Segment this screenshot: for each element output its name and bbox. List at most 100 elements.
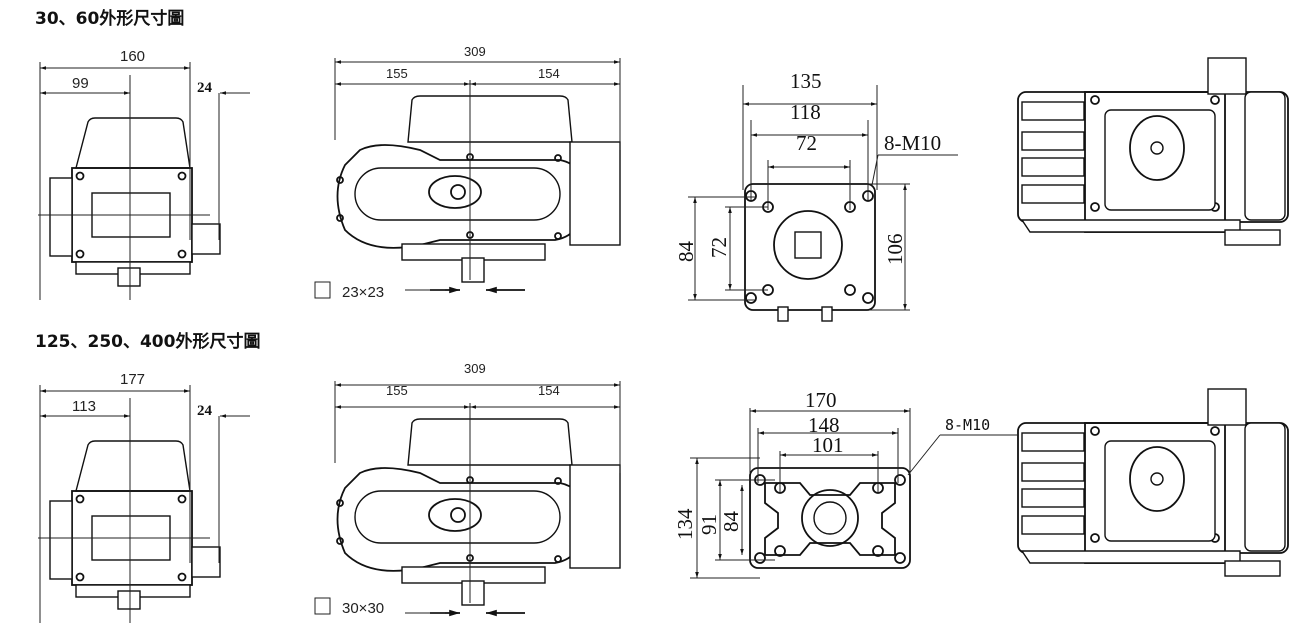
screw-icon [75,171,85,181]
bolt-hole-icon [774,545,786,557]
dim-side-width: 177 [120,371,145,388]
handwheel-hub [450,184,466,200]
dim-bottom-inner: 101 [812,433,844,457]
cable-gland [1207,388,1247,426]
side-flange [49,177,73,257]
bolt-icon [777,306,789,322]
screw-icon [75,249,85,259]
dial-center [1150,141,1164,155]
indicator-window [1104,440,1216,542]
base-plate [1020,219,1241,233]
bolt-hole-icon [745,292,757,304]
dim-side-width: 160 [120,48,145,65]
output-shaft [117,590,141,610]
dim-bottom-h-outer: 84 [674,241,698,263]
cooling-fin [1021,488,1085,508]
dim-bottom-h-inner: 91 [697,514,721,535]
cable-gland [1207,57,1247,95]
screw-icon [554,477,562,485]
motor-end [569,464,621,569]
dim-front-total: 309 [464,44,486,59]
cable-gland [191,223,221,255]
position-dial-icon [1129,115,1185,181]
handwheel-hub [450,507,466,523]
dim-bottom-height: 84 [719,511,743,533]
dial-center [1150,472,1164,486]
base-block [1224,560,1281,577]
top-cover [75,117,191,169]
dim-front-left: 155 [386,66,408,81]
section-125-250-400: 125、250、400外形尺寸圖 177 113 24 309 155 154 … [35,331,1289,623]
cable-gland [191,546,221,578]
output-shaft [461,580,485,606]
screw-icon [177,572,187,582]
bolt-hole-icon [862,292,874,304]
dim-front-right: 154 [538,66,560,81]
end-cover [1244,91,1286,221]
indicator-window [1104,109,1216,211]
dim-bottom-outer: 170 [805,388,837,412]
shaft-bore [813,501,847,535]
side-flange [49,500,73,580]
end-cover [1244,422,1286,552]
screw-icon [554,154,562,162]
dim-gland: 24 [197,403,213,419]
section-title: 125、250、400外形尺寸圖 [35,331,260,352]
handwheel-icon [428,175,482,209]
dim-bottom-inner: 72 [796,131,817,155]
cooling-fin [1021,462,1085,482]
output-shaft [117,267,141,287]
dim-bottom-h-inner: 72 [707,237,731,258]
gear-housing [336,144,586,249]
screw-icon [1090,533,1100,543]
screw-icon [1090,426,1100,436]
handwheel-icon [428,498,482,532]
cooling-fin [1021,184,1085,204]
screw-icon [1210,95,1220,105]
screw-icon [177,249,187,259]
bolt-hole-icon [872,545,884,557]
flange-circle [801,489,859,547]
cooling-fin [1021,131,1085,151]
dim-shaft: 30×30 [342,600,384,617]
square-shaft-symbol [314,281,331,299]
dim-bottom-mid: 118 [790,100,821,124]
base-block [1224,229,1281,246]
cooling-fin [1021,101,1085,121]
cooling-fin [1021,432,1085,452]
mounting-plate [749,467,911,569]
dim-bottom-outer: 135 [790,69,822,93]
screw-icon [1090,202,1100,212]
dim-shaft: 23×23 [342,284,384,301]
cooling-fin [1021,515,1085,535]
gear-housing [336,467,586,572]
dim-front-total: 309 [464,361,486,376]
mounting-plate [744,183,876,311]
position-dial-icon [1129,446,1185,512]
top-cover [75,440,191,492]
bolt-hole-icon [754,552,766,564]
dim-side-center: 113 [72,398,96,415]
screw-icon [1090,95,1100,105]
screw-icon [177,494,187,504]
handwheel-window [354,167,561,221]
bolt-hole-icon [894,474,906,486]
top-cover [407,95,573,143]
handwheel-window [354,490,561,544]
screw-icon [75,572,85,582]
dim-gland: 24 [197,80,213,96]
screw-icon [1210,426,1220,436]
screw-icon [75,494,85,504]
screw-icon [177,171,187,181]
bolt-hole-icon [894,552,906,564]
bolt-icon [821,306,833,322]
dim-holes: 8-M10 [884,131,941,155]
square-shaft-symbol [314,597,331,615]
base-plate [1020,550,1241,564]
dim-front-right: 154 [538,383,560,398]
top-cover [407,418,573,466]
dim-bottom-h-outer: 134 [673,508,697,540]
flange-outline [764,482,896,556]
dim-side-center: 99 [72,75,89,92]
